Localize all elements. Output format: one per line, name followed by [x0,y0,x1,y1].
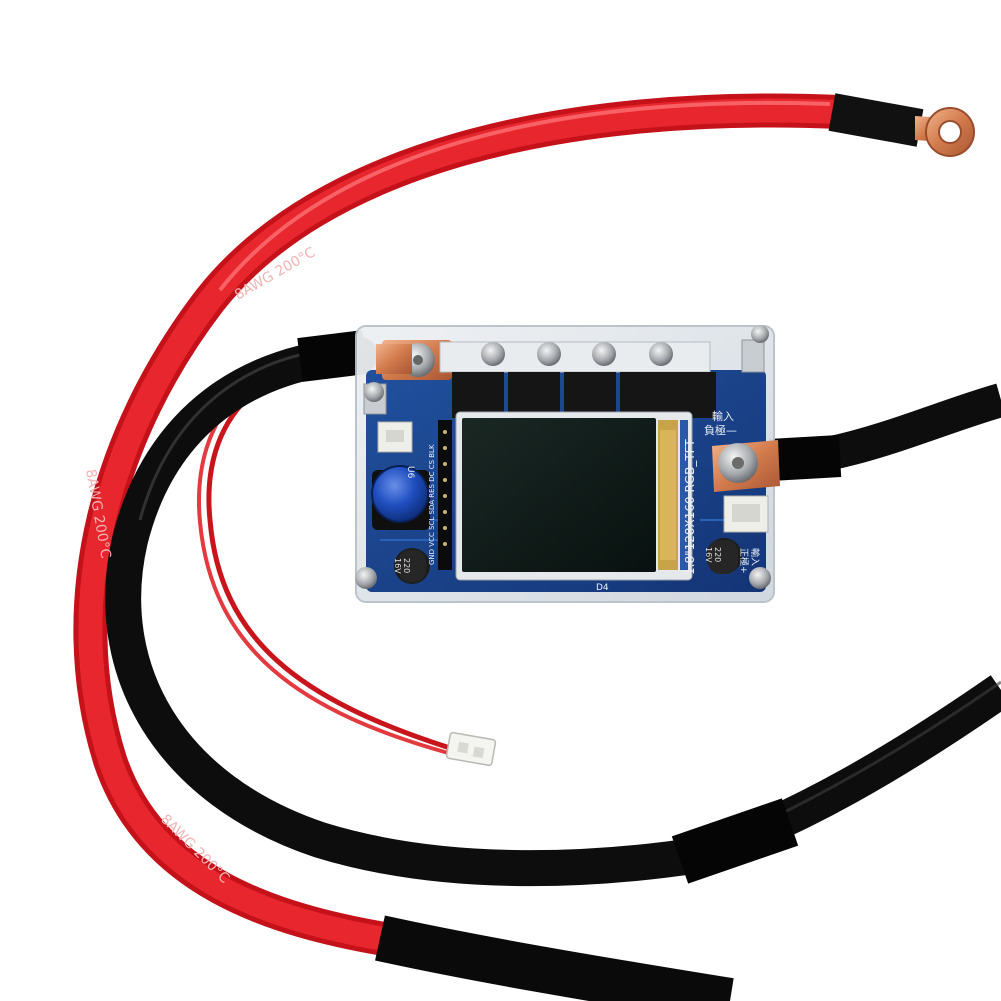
silkscreen-d4: D4 [596,583,609,593]
left-copper-lug [376,344,412,374]
lcd-pin-header [438,420,452,570]
cap-right-print: 220 16V [704,547,722,565]
capacitor-right [706,538,742,574]
pcb-jst-header [377,421,413,453]
capacitor-left [394,548,430,584]
corner-screws [355,325,771,589]
lcd-module [455,411,693,581]
ring-terminal-top [915,107,975,157]
silkscreen-input-negative: 輸入 負極— [704,409,738,437]
black-wire-heatshrink-right [768,435,842,481]
red-wire-heatshrink-top [828,93,924,147]
silkscreen-pin-labels: GND VCC SCL SDA RES DC CS BLK [428,444,436,565]
red-power-wire [73,93,857,957]
silkscreen-u6: U6 [405,466,415,479]
pcb-jst-header-right [723,495,769,533]
silkscreen-lcd-model: 1.8"128X160 RGB_TFT [683,439,697,575]
jst-connector [445,731,497,767]
mosfet-row [452,372,716,418]
right-copper-lug [712,440,780,492]
silkscreen-input-positive: 輸入 正極+ [738,548,761,574]
bottom-heatshrink-sleeves [375,798,799,1001]
cap-left-print: 220 16V [393,558,411,576]
black-wire-heatshrink-left [297,330,368,382]
rotary-encoder-knob [371,465,430,530]
